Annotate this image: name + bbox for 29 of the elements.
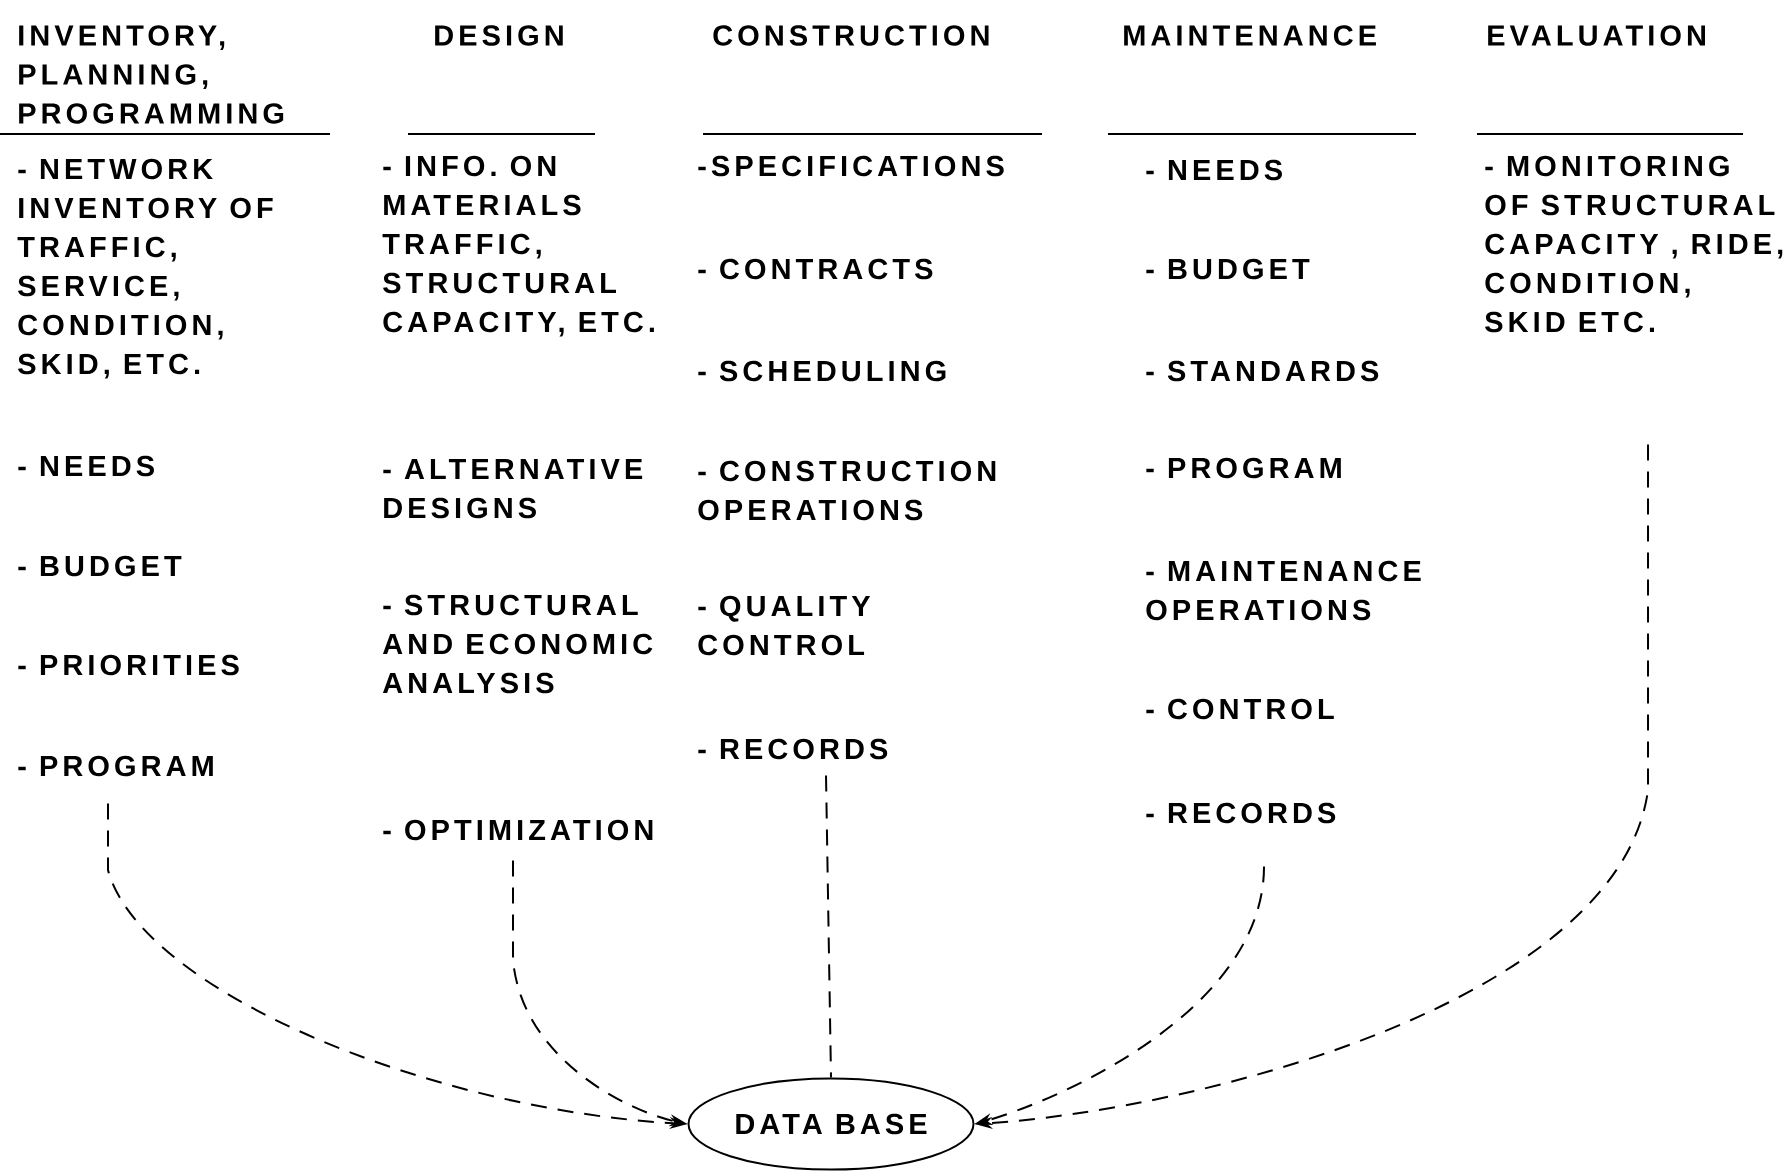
list-item: - CONTRACTS xyxy=(698,258,933,280)
list-item: - INFO. ON MATERIALS TRAFFIC, STRUCTURAL CAPACITY, ETC. xyxy=(382,155,654,337)
list-item: - MONITORING OF STRUCTURAL CAPACITY , RIDE, CONDITION, SKID ETC. xyxy=(1485,155,1783,333)
column-heading: DESIGN xyxy=(435,25,563,46)
list-item: - CONSTRUCTION OPERATIONS xyxy=(698,460,996,521)
list-item: - RECORDS xyxy=(1146,802,1336,824)
list-item: - OPTIMIZATION xyxy=(383,819,653,841)
list-item: - BUDGET xyxy=(18,555,182,577)
list-item: - STANDARDS xyxy=(1146,360,1379,382)
list-item: - QUALITY CONTROL xyxy=(698,595,871,656)
column-heading: MAINTENANCE xyxy=(1124,25,1376,46)
list-item: - NEEDS xyxy=(1146,159,1282,181)
column-heading: INVENTORY, PLANNING, PROGRAMMING xyxy=(19,25,284,124)
list-item: - NETWORK INVENTORY OF TRAFFIC, SERVICE, CONDITION, SKID, ETC. xyxy=(17,158,273,379)
list-item: - PROGRAM xyxy=(1146,457,1341,479)
list-item: - CONTROL xyxy=(1146,698,1334,720)
column-heading: EVALUATION xyxy=(1488,25,1705,46)
list-item: - PROGRAM xyxy=(18,755,213,777)
list-item: - ALTERNATIVE DESIGNS xyxy=(383,459,643,519)
dashed-connector xyxy=(825,774,832,1079)
list-item: - BUDGET xyxy=(1146,258,1310,280)
list-item: - STRUCTURAL AND ECONOMIC ANALYSIS xyxy=(382,594,653,694)
list-item: - MAINTENANCE OPERATIONS xyxy=(1146,560,1421,621)
list-item: - PRIORITIES xyxy=(18,654,239,676)
list-item: - NEEDS xyxy=(18,455,154,477)
column-heading: CONSTRUCTION xyxy=(713,25,989,46)
list-item: -SPECIFICATIONS xyxy=(698,155,1004,177)
list-item: - SCHEDULING xyxy=(698,360,946,382)
list-item: - RECORDS xyxy=(698,738,888,760)
